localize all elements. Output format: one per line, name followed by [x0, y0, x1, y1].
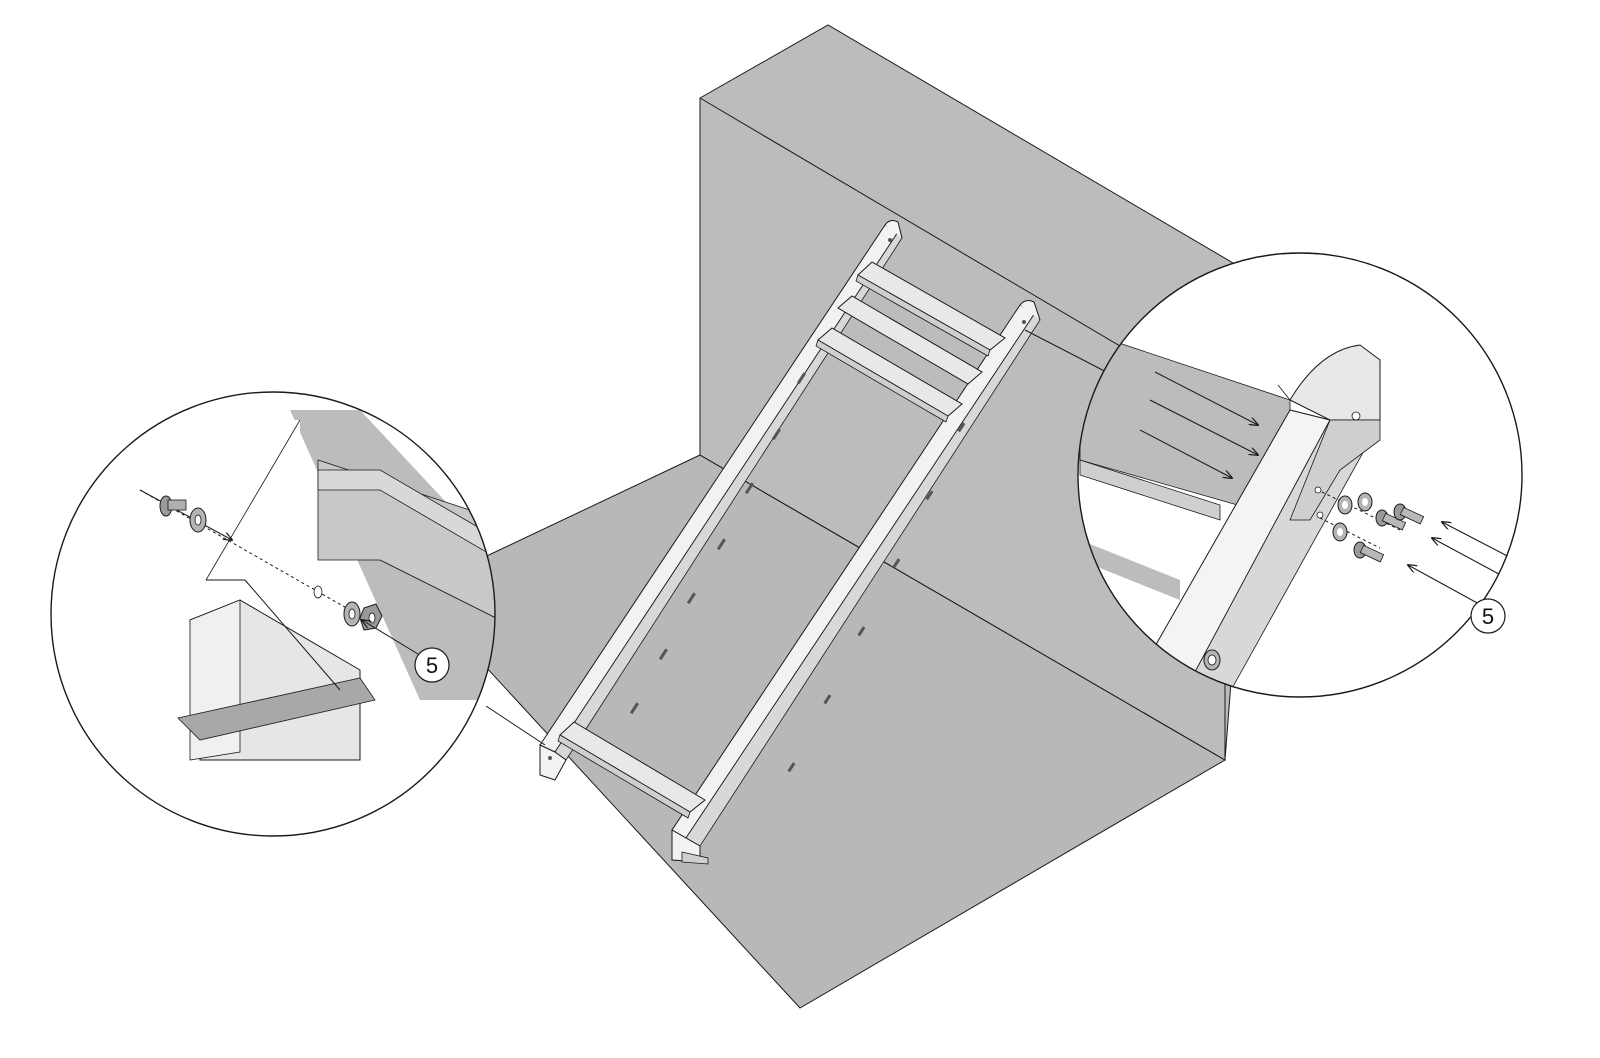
washer-icon	[343, 601, 361, 627]
leader-line-left	[485, 705, 546, 746]
bolt-icon	[1393, 503, 1425, 525]
bolt-icon	[159, 495, 187, 517]
arrow-icon	[1154, 371, 1258, 425]
washer-icon	[1332, 522, 1348, 542]
leader-line-right	[1024, 329, 1119, 379]
nut-icon	[1203, 649, 1221, 671]
rail-slots	[548, 238, 1026, 773]
arrow-icon	[1408, 565, 1491, 611]
callout-left: 5	[414, 647, 450, 683]
callout-right: 5	[1470, 598, 1506, 634]
arrow-icon	[1432, 538, 1511, 581]
ladder-steps	[557, 261, 1006, 819]
washer-icon	[1357, 492, 1373, 512]
arrow-icon	[1442, 522, 1516, 561]
callout-label-left: 5	[426, 653, 438, 678]
bolt-icon	[1353, 541, 1385, 563]
callout-label-right: 5	[1482, 604, 1494, 629]
arrow-icon	[362, 620, 419, 655]
washer-icon	[1337, 495, 1353, 515]
detail-view-left: 5	[50, 391, 496, 837]
washer-icon	[189, 507, 207, 533]
detail-view-right: 5	[1077, 252, 1523, 698]
ladder	[539, 220, 1041, 865]
bolt-icon	[1375, 509, 1407, 531]
arrow-icon	[1149, 399, 1258, 455]
arrow-icon	[1139, 429, 1232, 478]
